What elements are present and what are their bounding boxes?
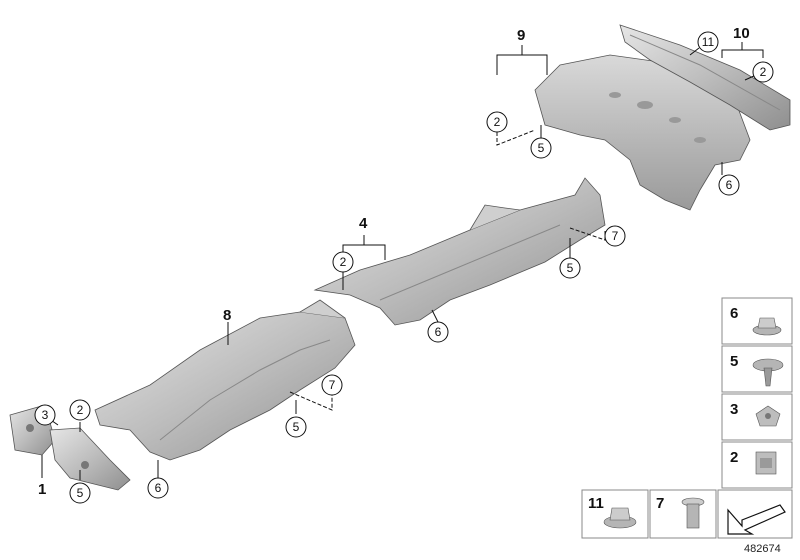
svg-text:6: 6 (730, 305, 738, 322)
svg-text:2: 2 (77, 403, 84, 417)
part-label-1: 1 (38, 481, 46, 498)
svg-text:5: 5 (293, 420, 300, 434)
document-number: 482674 (744, 543, 781, 555)
svg-text:5: 5 (77, 486, 84, 500)
callout-5-front: 5 (69, 482, 91, 504)
spring-nut-icon (755, 405, 781, 427)
svg-text:6: 6 (726, 178, 733, 192)
svg-text:5: 5 (567, 261, 574, 275)
heat-shield-part-4 (313, 177, 606, 326)
callout-2-shield4: 2 (332, 251, 354, 273)
direction-arrow-icon (727, 504, 786, 535)
callout-6-shield9: 6 (718, 174, 740, 196)
svg-text:11: 11 (588, 495, 604, 512)
callout-3-front: 3 (34, 404, 56, 426)
part-label-10: 10 (733, 25, 750, 42)
heat-shield-part-10 (619, 24, 791, 131)
svg-text:7: 7 (612, 229, 619, 243)
callout-5-shield8: 5 (285, 416, 307, 438)
callout-6-shield4: 6 (427, 321, 449, 343)
svg-text:2: 2 (760, 65, 767, 79)
svg-text:7: 7 (656, 495, 664, 512)
rivet-nut-icon (681, 497, 705, 529)
fastener-legend: 6 5 3 2 (581, 297, 793, 539)
svg-text:6: 6 (435, 325, 442, 339)
callout-7-shield4: 7 (604, 225, 626, 247)
heat-shield-part-8 (94, 299, 356, 461)
callout-6-shield8: 6 (147, 477, 169, 499)
legend-item-6: 6 (721, 297, 793, 345)
svg-text:3: 3 (730, 401, 738, 418)
svg-text:2: 2 (494, 115, 501, 129)
clip-nut-icon (755, 451, 777, 475)
svg-text:7: 7 (329, 378, 336, 392)
part-label-4: 4 (359, 215, 368, 232)
callout-2-front: 2 (69, 399, 91, 421)
callouts: 3 2 5 6 5 7 2 6 (34, 31, 774, 504)
part-label-9: 9 (517, 27, 525, 44)
svg-text:11: 11 (702, 35, 715, 49)
callout-5-shield4: 5 (559, 257, 581, 279)
legend-item-7: 7 (649, 489, 717, 539)
hex-nut-icon (603, 507, 637, 529)
svg-text:5: 5 (730, 353, 738, 370)
legend-item-2: 2 (721, 441, 793, 489)
part-label-8: 8 (223, 307, 231, 324)
direction-arrow-box (717, 489, 793, 539)
flange-nut-icon (752, 317, 782, 336)
callout-2-shield9: 2 (486, 111, 508, 133)
callout-2-shield10: 2 (752, 61, 774, 83)
svg-text:6: 6 (155, 481, 162, 495)
legend-item-3: 3 (721, 393, 793, 441)
callout-7-shield8: 7 (321, 374, 343, 396)
svg-text:2: 2 (730, 449, 738, 466)
legend-item-11: 11 (581, 489, 649, 539)
push-clip-icon (752, 358, 784, 387)
svg-text:3: 3 (42, 408, 49, 422)
svg-text:5: 5 (538, 141, 545, 155)
legend-item-5: 5 (721, 345, 793, 393)
svg-text:2: 2 (340, 255, 347, 269)
callout-5-shield9: 5 (530, 137, 552, 159)
callout-11-shield10: 11 (697, 31, 719, 53)
